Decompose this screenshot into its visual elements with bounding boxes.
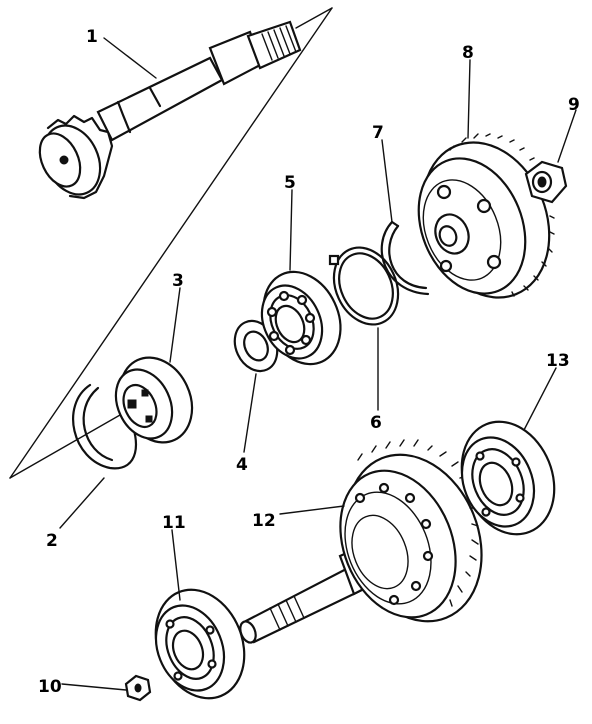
part-12-output-shaft-gear bbox=[239, 439, 483, 644]
callout-9: 9 bbox=[568, 95, 580, 115]
leader-11 bbox=[171, 529, 181, 601]
part-11-bearing bbox=[154, 588, 246, 700]
part-13-bearing bbox=[460, 420, 556, 536]
callout-1: 1 bbox=[86, 27, 98, 47]
part-6-snap-ring bbox=[328, 246, 400, 326]
callout-12: 12 bbox=[252, 511, 276, 531]
callout-7: 7 bbox=[372, 123, 384, 143]
callout-2: 2 bbox=[46, 531, 58, 551]
callout-3: 3 bbox=[172, 271, 184, 291]
output-shaft-splines bbox=[269, 595, 305, 631]
leader-4 bbox=[243, 373, 257, 453]
part-3-bearing bbox=[114, 356, 194, 444]
leader-1 bbox=[103, 37, 157, 79]
part-1-input-shaft bbox=[38, 20, 302, 200]
leader-3 bbox=[169, 287, 181, 363]
part-5-bearing bbox=[260, 270, 342, 366]
callout-numbers: 1 2 3 4 5 6 7 8 9 10 11 12 13 bbox=[38, 27, 580, 697]
callout-6: 6 bbox=[370, 413, 382, 433]
leader-5 bbox=[289, 189, 293, 271]
callout-10: 10 bbox=[38, 677, 62, 697]
part-7-snap-ring bbox=[380, 220, 430, 296]
callout-11: 11 bbox=[162, 513, 186, 533]
leader-8 bbox=[467, 59, 471, 139]
leader-13 bbox=[523, 367, 557, 431]
part-10-nut bbox=[124, 674, 152, 702]
part-2-snap-ring bbox=[72, 383, 138, 470]
callout-5: 5 bbox=[284, 173, 296, 193]
leader-9 bbox=[557, 109, 577, 163]
part-8-driven-gear bbox=[417, 133, 555, 299]
leader-12 bbox=[279, 505, 345, 515]
callout-13: 13 bbox=[546, 351, 570, 371]
callout-4: 4 bbox=[236, 455, 248, 475]
leader-2 bbox=[59, 477, 105, 529]
bearing-balls bbox=[266, 290, 316, 356]
callout-8: 8 bbox=[462, 43, 474, 63]
leader-7 bbox=[381, 139, 393, 223]
leader-lines bbox=[59, 37, 577, 691]
leader-10 bbox=[61, 683, 127, 691]
shaft-splines bbox=[261, 25, 297, 61]
part-9-nut bbox=[524, 160, 568, 204]
